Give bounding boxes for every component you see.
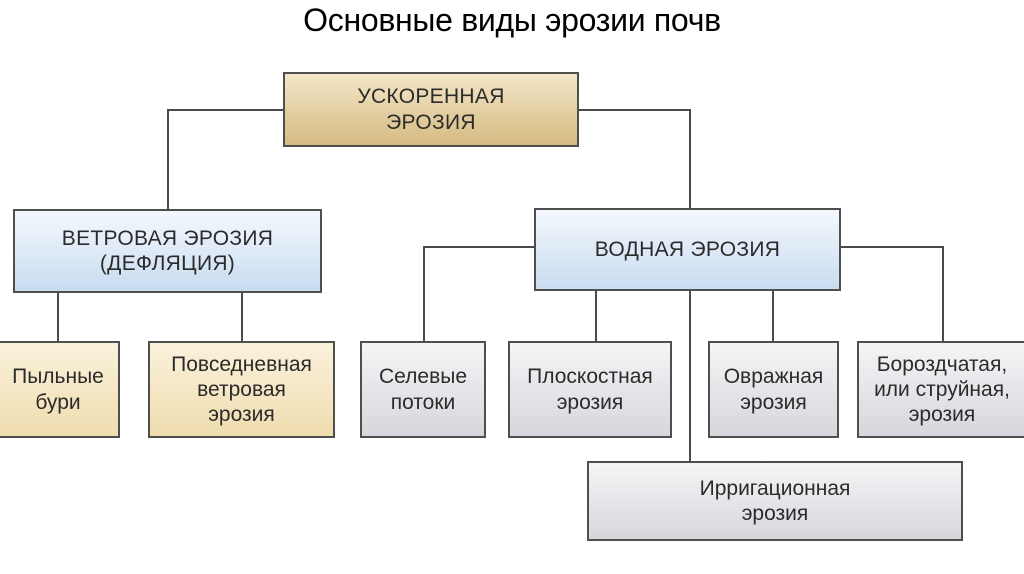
connector-water-rill bbox=[840, 246, 944, 341]
node-irrigation-erosion: Ирригационная эрозия bbox=[587, 461, 963, 541]
node-rill-erosion: Бороздчатая, или струйная, эрозия bbox=[857, 341, 1024, 438]
node-accelerated-erosion: УСКОРЕННАЯ ЭРОЗИЯ bbox=[283, 72, 579, 147]
connector-water-mudflows bbox=[423, 246, 534, 341]
node-everyday-wind-erosion: Повседневная ветровая эрозия bbox=[148, 341, 335, 438]
connector-root-wind bbox=[167, 109, 283, 210]
connector-root-water bbox=[578, 109, 691, 208]
node-mudflows: Селевые потоки bbox=[360, 341, 486, 438]
node-sheet-erosion: Плоскостная эрозия bbox=[508, 341, 672, 438]
node-wind-erosion: ВЕТРОВАЯ ЭРОЗИЯ (ДЕФЛЯЦИЯ) bbox=[13, 209, 322, 293]
node-dust-storms: Пыльные бури bbox=[0, 341, 120, 438]
diagram-title: Основные виды эрозии почв bbox=[303, 2, 721, 38]
node-water-erosion: ВОДНАЯ ЭРОЗИЯ bbox=[534, 208, 841, 291]
node-gully-erosion: Овражная эрозия bbox=[708, 341, 839, 438]
